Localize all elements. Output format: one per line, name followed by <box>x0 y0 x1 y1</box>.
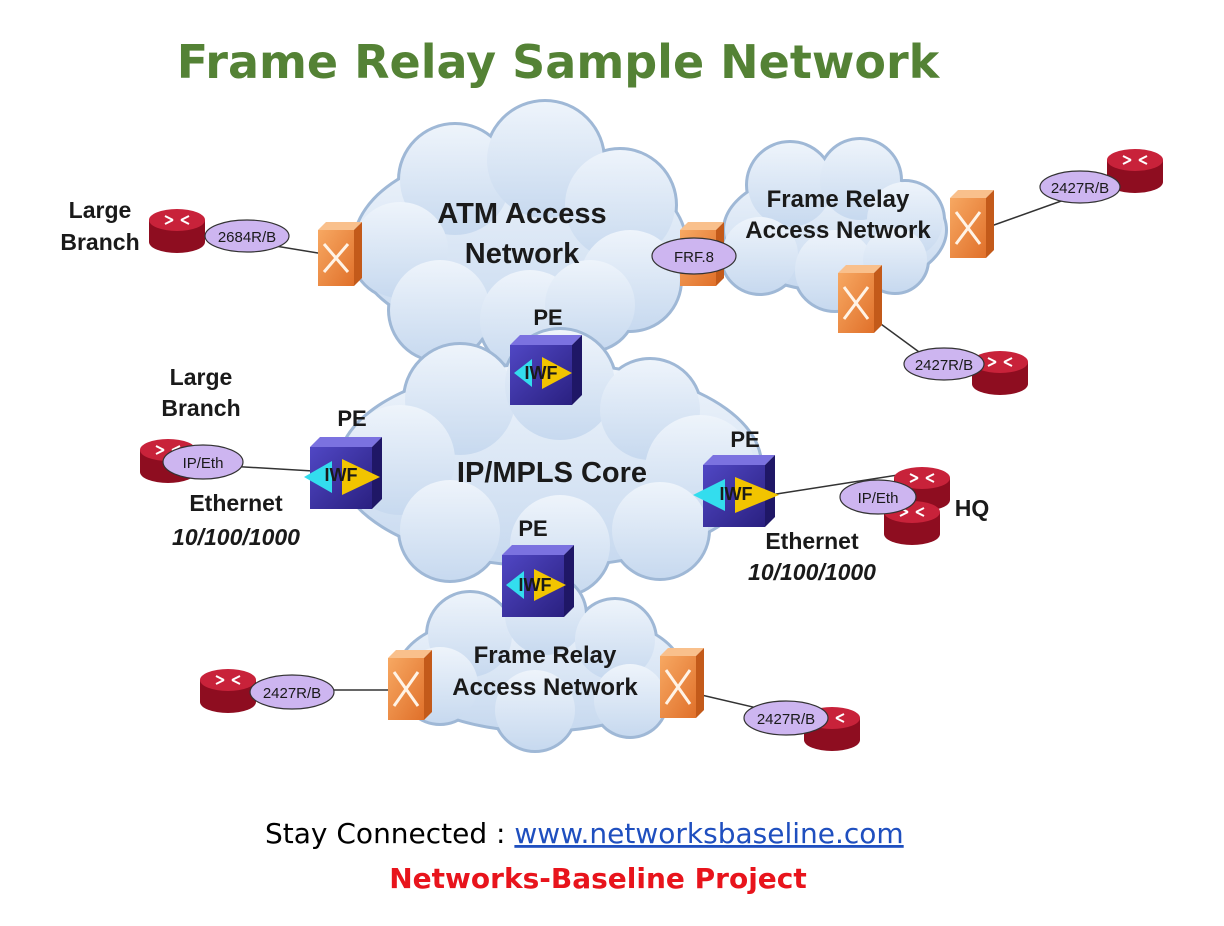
pe-label-left: PE <box>337 406 366 431</box>
switch-icon <box>838 265 882 333</box>
tag-ipeth-right: IP/Eth <box>858 490 899 507</box>
pe-label-bottom: PE <box>518 516 547 541</box>
pe-label-right: PE <box>730 427 759 452</box>
encapsulation-tags: 2684R/B FRF.8 2427R/B 2427R/B IP/Eth IP/… <box>162 170 1121 736</box>
hq-label: HQ <box>955 495 990 521</box>
pe-router-icon <box>693 455 779 527</box>
diagram-title: Frame Relay Sample Network <box>177 35 941 89</box>
large-branch-top-label-1: Large <box>69 197 132 223</box>
ethernet-right-speed: 10/100/1000 <box>748 559 876 585</box>
pe-router-icon <box>304 437 382 509</box>
router-icon <box>972 351 1028 395</box>
core-cloud-label: IP/MPLS Core <box>457 457 647 489</box>
tag-2427rb-right: 2427R/B <box>915 357 973 374</box>
switch-icon <box>950 190 994 258</box>
large-branch-left-label-1: Large <box>170 364 233 390</box>
iwf-label-top: IWF <box>525 363 558 383</box>
pe-router-icon <box>502 545 574 617</box>
large-branch-left-label-2: Branch <box>161 395 240 421</box>
fr-bottom-cloud-label-1: Frame Relay <box>474 642 617 669</box>
fr-top-cloud-label-1: Frame Relay <box>767 186 910 213</box>
iwf-label-right: IWF <box>720 484 753 504</box>
atm-cloud-label-1: ATM Access <box>437 198 606 230</box>
footer-prefix: Stay Connected : <box>265 817 514 850</box>
fr-bottom-cloud-label-2: Access Network <box>452 674 638 701</box>
pe-router-icon <box>510 335 582 405</box>
cloud-atm-access <box>352 102 685 370</box>
iwf-label-bottom: IWF <box>519 575 552 595</box>
switch-icon <box>318 222 362 286</box>
router-icon <box>200 669 256 713</box>
ethernet-right-label: Ethernet <box>765 528 859 554</box>
switch-icon <box>660 648 704 718</box>
tag-ipeth-left: IP/Eth <box>183 455 224 472</box>
tag-2427rb-bottom-right: 2427R/B <box>757 711 815 728</box>
tag-2684rb: 2684R/B <box>218 229 276 246</box>
iwf-label-left: IWF <box>325 465 358 485</box>
pe-label-top: PE <box>533 305 562 330</box>
footer-stay-connected: Stay Connected : www.networksbaseline.co… <box>265 817 904 850</box>
atm-cloud-label-2: Network <box>465 238 580 270</box>
footer-project: Networks-Baseline Project <box>389 862 807 895</box>
router-icon <box>1107 149 1163 193</box>
tag-frf8: FRF.8 <box>674 249 714 266</box>
pe-icons <box>304 335 779 617</box>
ethernet-left-label: Ethernet <box>189 490 283 516</box>
footer-link[interactable]: www.networksbaseline.com <box>514 817 903 850</box>
ethernet-left-speed: 10/100/1000 <box>172 524 300 550</box>
router-icon <box>149 209 205 253</box>
tag-2427rb-top: 2427R/B <box>1051 180 1109 197</box>
tag-2427rb-bottom-left: 2427R/B <box>263 685 321 702</box>
fr-top-cloud-label-2: Access Network <box>745 217 931 244</box>
switch-icon <box>388 650 432 720</box>
large-branch-top-label-2: Branch <box>60 229 139 255</box>
